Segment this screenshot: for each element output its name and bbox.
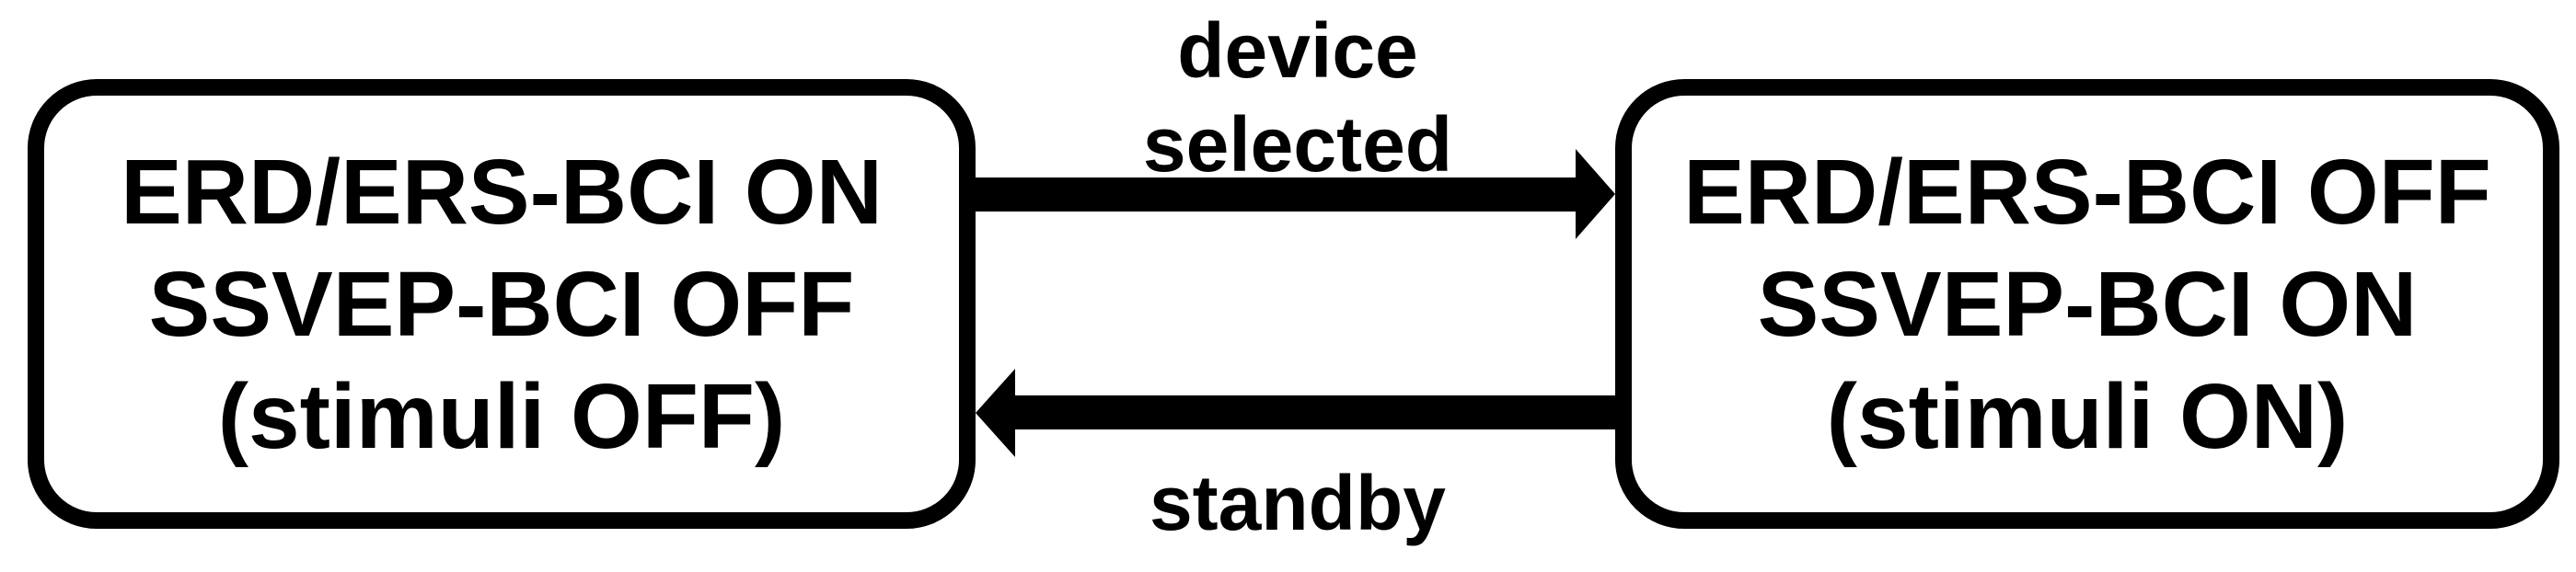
arrow-shaft-right-icon [976, 177, 1578, 212]
transition-label-device-selected: device selected [1142, 7, 1453, 188]
state-line: SSVEP-BCI OFF [148, 252, 855, 356]
arrowhead-left-icon [976, 369, 1015, 457]
state-line: SSVEP-BCI ON [1757, 252, 2418, 356]
transition-label-standby: standby [1149, 460, 1447, 546]
state-box-ssvep-on: ERD/ERS-BCI OFF SSVEP-BCI ON (stimuli ON… [1615, 79, 2559, 529]
state-line: ERD/ERS-BCI ON [121, 140, 883, 244]
state-line: (stimuli ON) [1826, 364, 2349, 468]
state-line: (stimuli OFF) [217, 364, 786, 468]
arrowhead-right-icon [1576, 149, 1615, 239]
state-box-erd-ers-on: ERD/ERS-BCI ON SSVEP-BCI OFF (stimuli OF… [28, 79, 976, 529]
arrow-shaft-left-icon [1012, 395, 1615, 429]
state-line: ERD/ERS-BCI OFF [1683, 140, 2491, 244]
